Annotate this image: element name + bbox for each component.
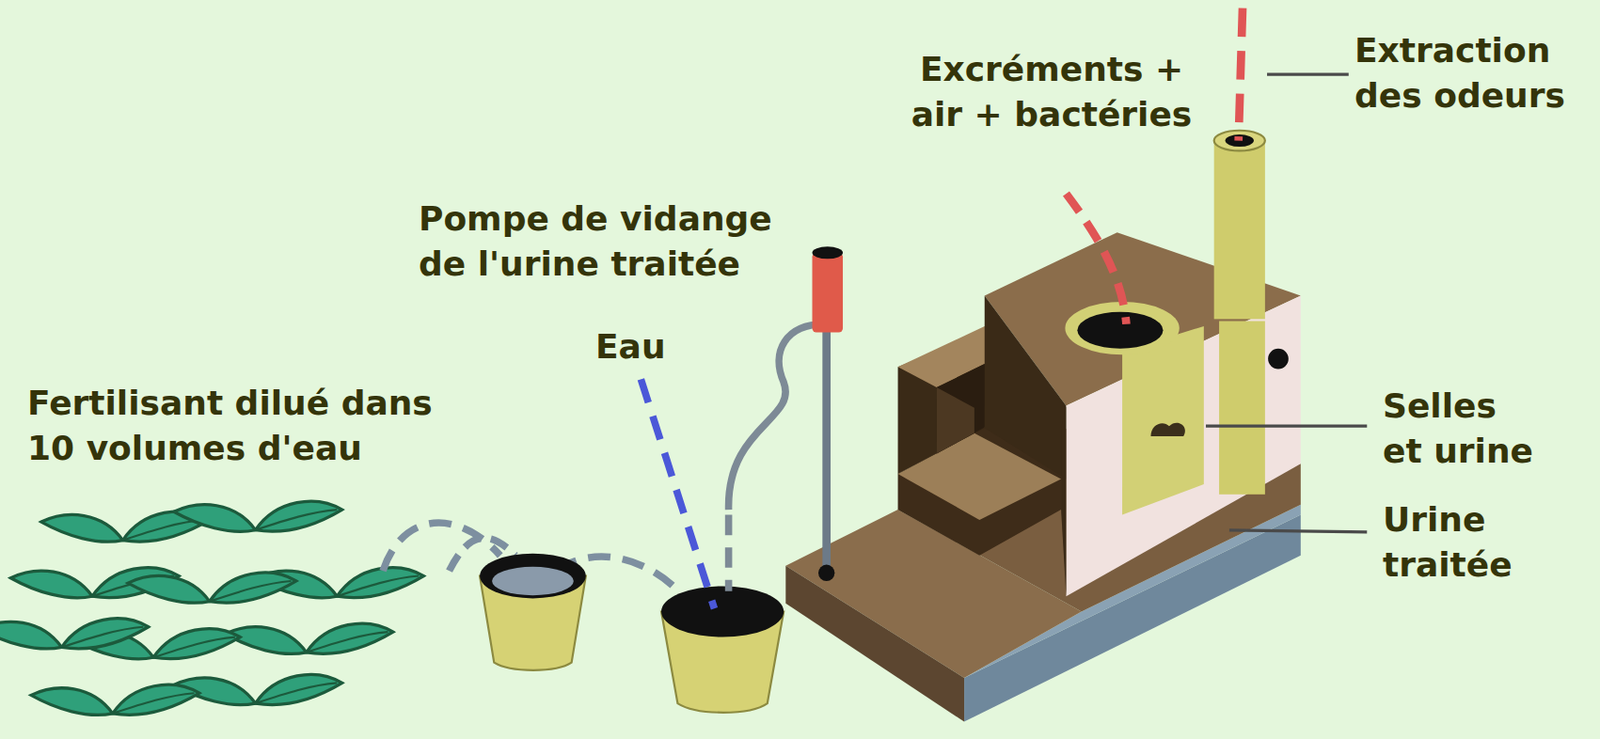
plants [0,501,424,715]
callout-label: Urine traitée [1382,497,1534,588]
callout-label: Fertilisant dilué dans 10 volumes d'eau [27,380,489,472]
callout-label: Pompe de vidange de l'urine traitée [418,196,814,287]
callout-label: Eau [595,324,709,370]
callout-label: Excréments + air + bactéries [910,47,1193,138]
callout-label: Extraction des odeurs [1354,28,1581,119]
callout-label: Selles et urine [1382,383,1540,475]
